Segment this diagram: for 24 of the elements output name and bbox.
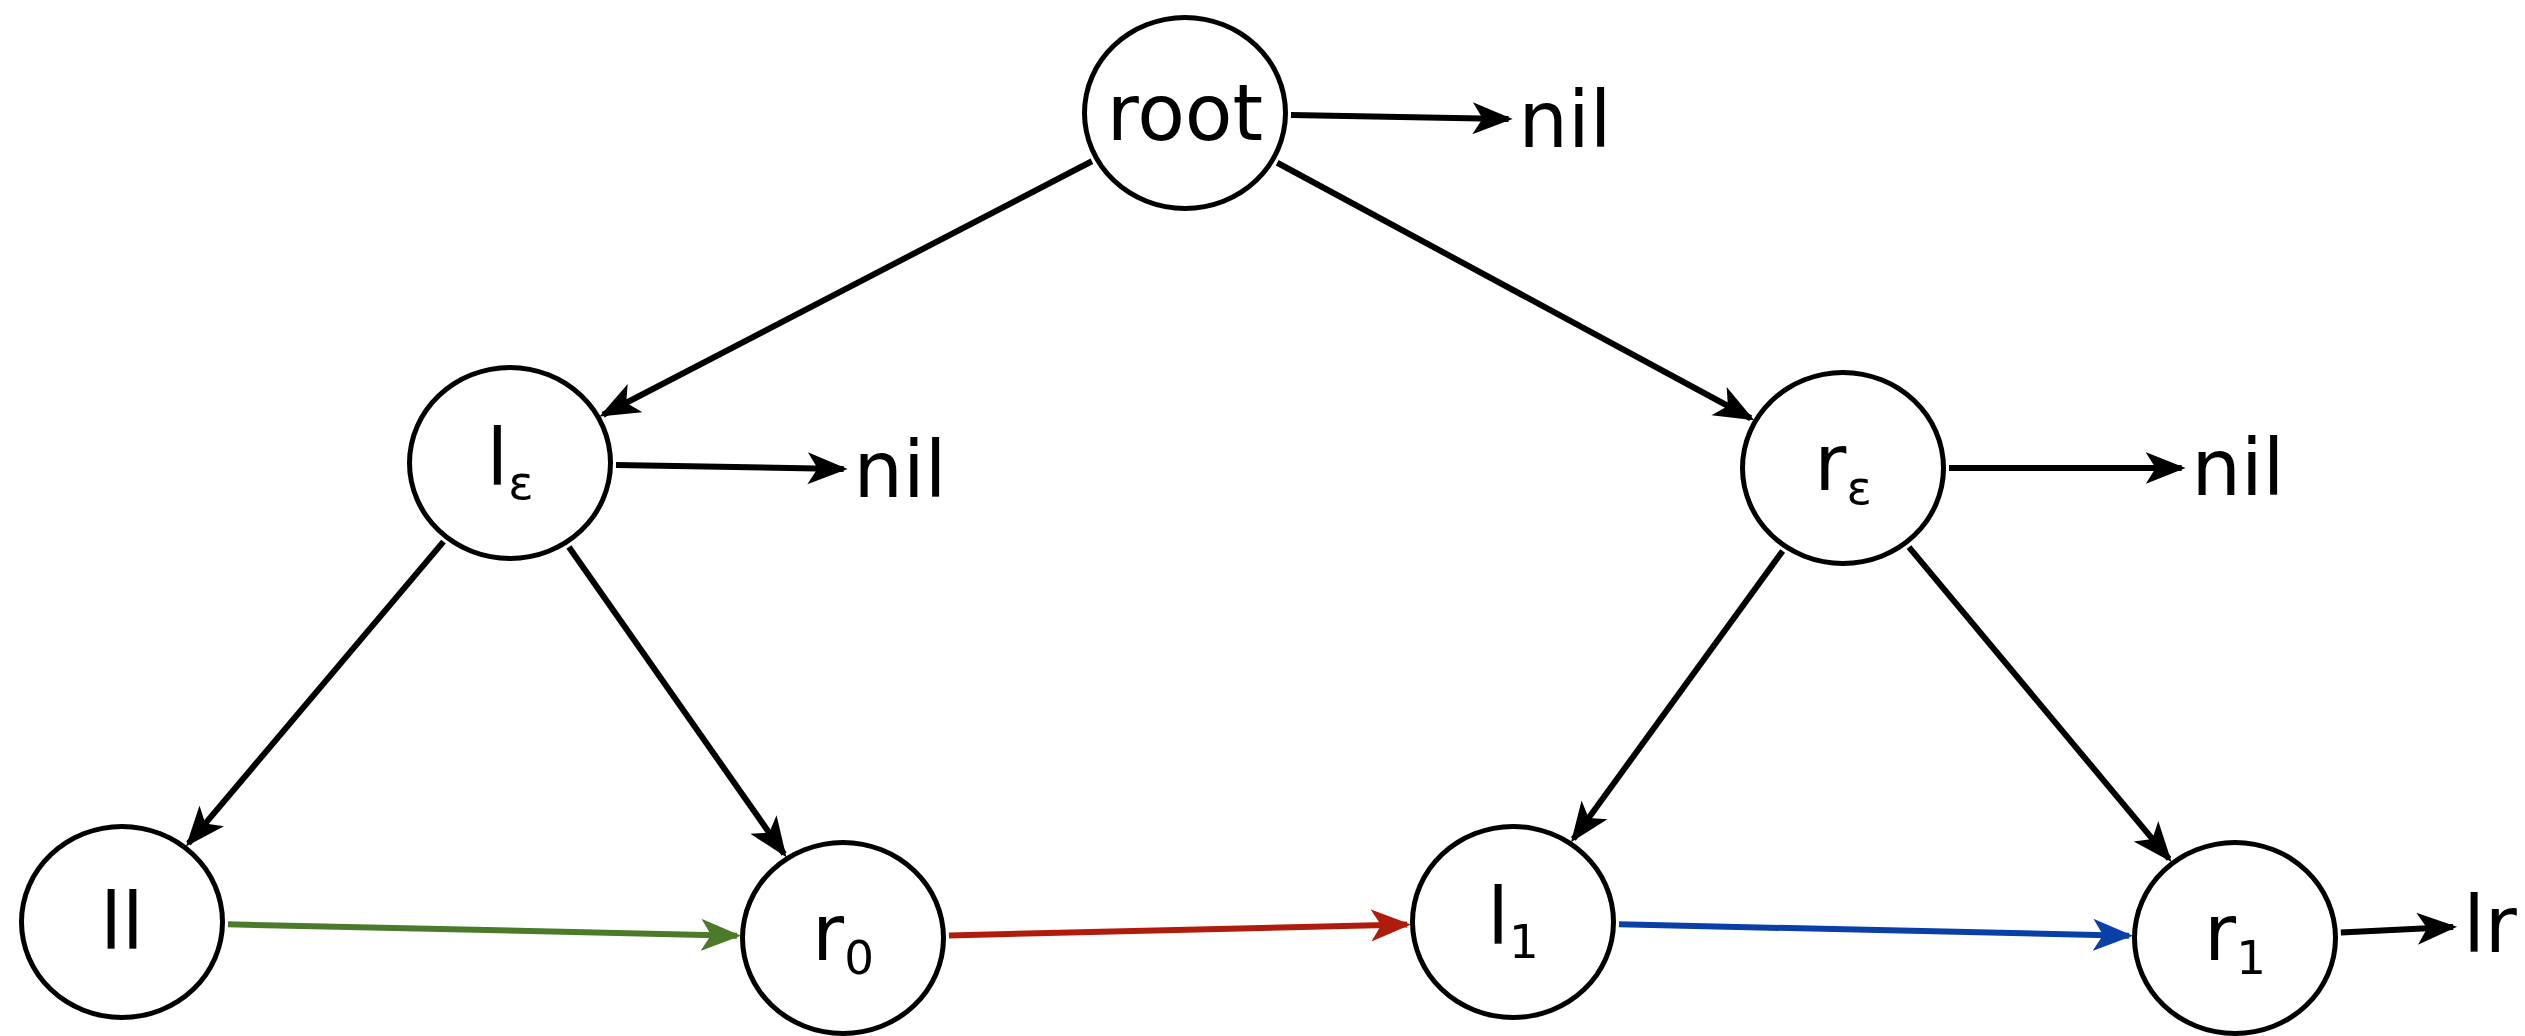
arrow — [1275, 160, 1755, 421]
arrow — [1290, 102, 1513, 135]
arrow — [615, 452, 848, 485]
arrow — [948, 909, 1412, 942]
arrow — [1570, 549, 1786, 843]
node-label: l$_{ε}$ — [486, 419, 534, 507]
node-label: r$_{0}$ — [812, 894, 874, 982]
node-label: nil — [2187, 429, 2289, 507]
arrow — [1949, 452, 2186, 484]
arrow — [1618, 918, 2134, 951]
node-label: lr — [2459, 886, 2521, 964]
node-label: r$_{1}$ — [2204, 894, 2266, 982]
arrow — [599, 158, 1094, 418]
node-label: ll — [100, 883, 144, 961]
node-label: r$_{ε}$ — [1814, 424, 1872, 512]
arrow — [2340, 912, 2458, 945]
node-label: root — [1106, 74, 1264, 152]
node-label: nil — [849, 431, 951, 509]
arrow — [1906, 545, 2172, 862]
node-label: nil — [1514, 81, 1616, 159]
arrow — [185, 539, 446, 847]
arrow — [566, 545, 787, 858]
node-label: l$_{1}$ — [1487, 878, 1539, 966]
arrow — [227, 918, 742, 951]
